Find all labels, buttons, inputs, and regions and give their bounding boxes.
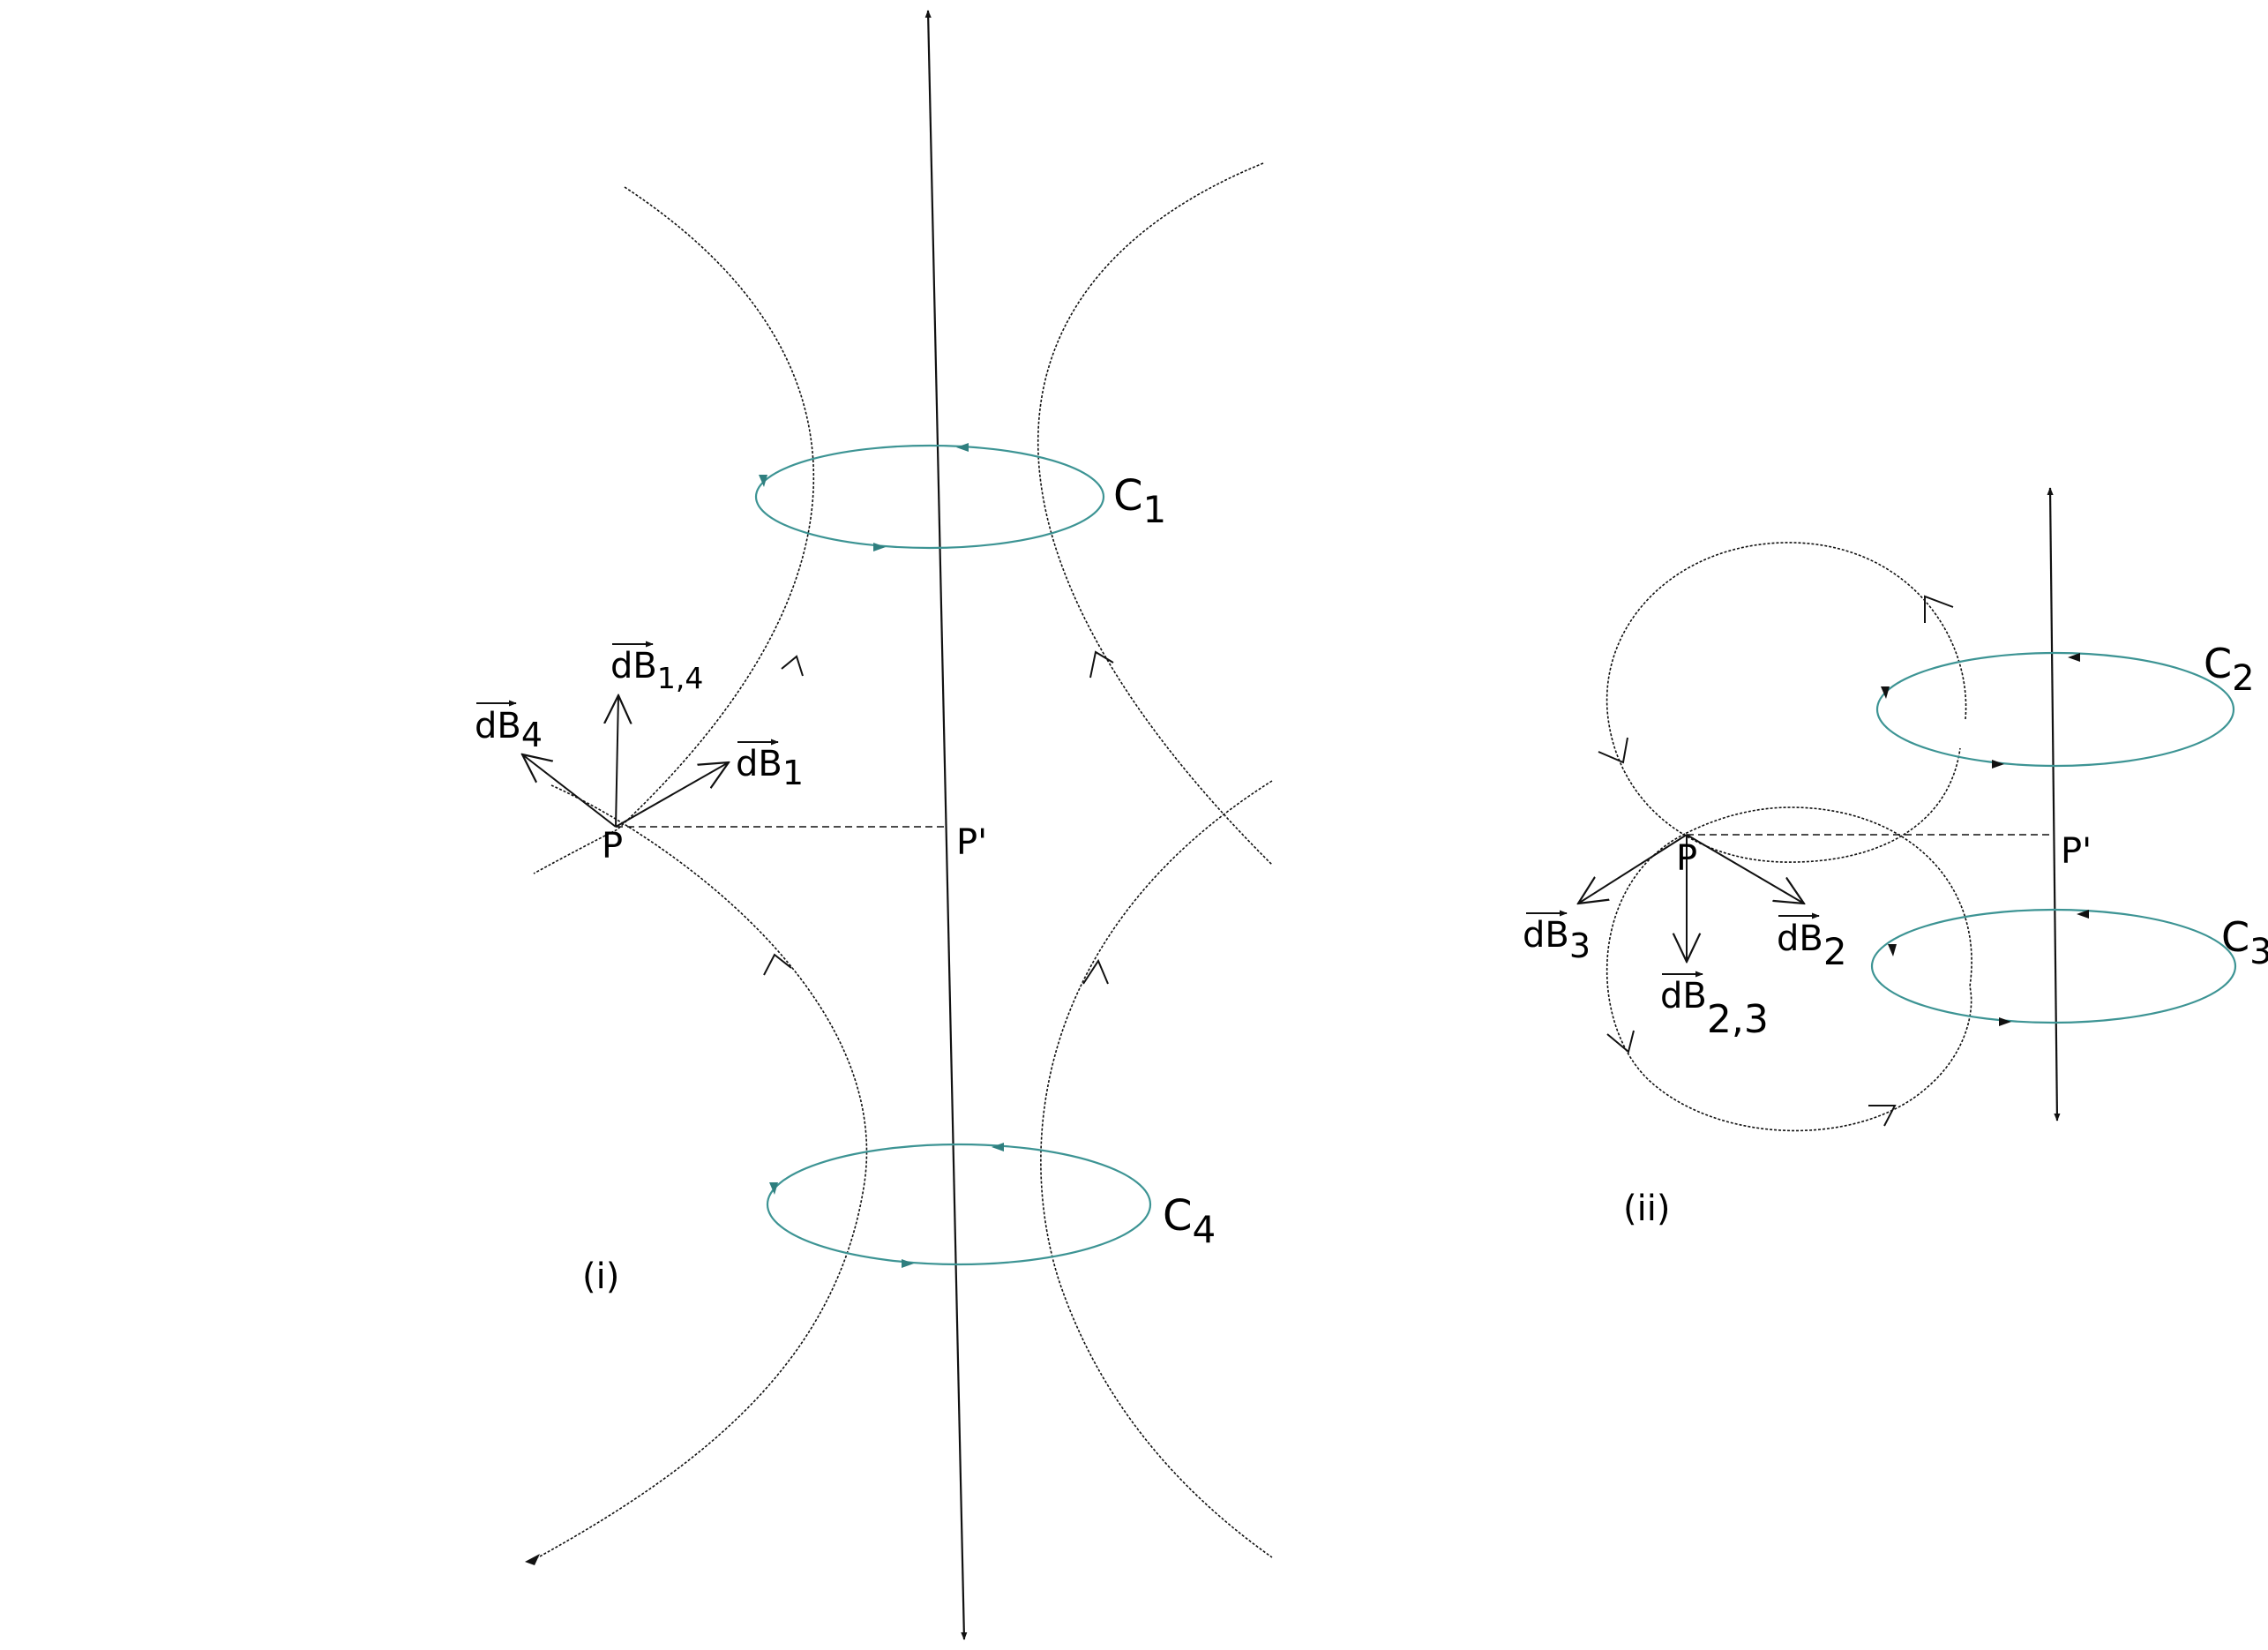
coil-c2 — [1875, 651, 2235, 768]
coil-c4 — [766, 1143, 1152, 1266]
coil-arrowhead — [759, 475, 767, 487]
field-direction-chevron — [1924, 595, 1954, 623]
field-direction-chevron — [1868, 1105, 1897, 1127]
label-db1: dB1 — [736, 744, 804, 792]
figure-i: P P' dB4 dB1,4 dB1 C1 C4 (i) — [475, 10, 1273, 1640]
coil-arrowhead — [873, 543, 886, 551]
axis-arrow — [924, 10, 968, 1640]
coil-arrowhead — [1888, 944, 1897, 956]
label-db4: dB4 — [475, 706, 543, 754]
field-line — [1037, 162, 1273, 866]
coil-arrowhead — [1999, 1017, 2011, 1026]
coil-c3 — [1870, 908, 2237, 1024]
label-c4: C4 — [1163, 1191, 1216, 1251]
vector-db3 — [1578, 834, 1688, 904]
caption-i: (i) — [582, 1256, 619, 1297]
field-direction-chevron — [1598, 737, 1628, 764]
coil-arrowhead — [902, 1259, 914, 1268]
label-c2: C2 — [2204, 640, 2255, 699]
field-line-arrowhead — [525, 1554, 540, 1565]
point-p-prime: P' — [2061, 831, 2092, 872]
label-db23: dB2,3 — [1660, 976, 1769, 1042]
field-line — [1040, 780, 1273, 1558]
point-p: P — [1676, 838, 1697, 879]
label-db14: dB1,4 — [610, 646, 703, 695]
label-db2: dB2 — [1777, 919, 1847, 973]
figure-ii: P P' dB3 dB2,3 dB2 C2 C3 (ii) — [1523, 487, 2268, 1229]
field-direction-chevron — [1089, 650, 1114, 679]
field-direction-chevron — [781, 655, 804, 677]
coil-arrowhead — [1992, 760, 2004, 769]
coil-arrowhead — [956, 443, 969, 452]
vector-db2 — [1686, 834, 1804, 904]
coil-arrowhead — [2077, 910, 2089, 919]
field-direction-chevron — [763, 953, 792, 976]
label-db3: dB3 — [1523, 915, 1591, 965]
caption-ii: (ii) — [1623, 1189, 1670, 1229]
field-line — [533, 186, 815, 874]
coil-arrowhead — [992, 1143, 1004, 1151]
coil-arrowhead — [1881, 686, 1890, 699]
vector-db1 — [615, 762, 729, 828]
field-direction-chevron — [1606, 1030, 1635, 1054]
field-line — [537, 784, 868, 1558]
vector-db14 — [616, 695, 618, 828]
axis-arrow — [2047, 487, 2061, 1121]
coil-arrowhead — [769, 1182, 778, 1195]
vector-db4 — [522, 754, 617, 828]
label-c1: C1 — [1113, 471, 1166, 531]
coil-c1 — [754, 444, 1105, 550]
point-p-prime: P' — [956, 822, 987, 863]
coil-arrowhead — [2068, 653, 2080, 662]
field-direction-chevron — [1082, 958, 1109, 985]
label-c3: C3 — [2221, 913, 2268, 972]
field-loop-lower — [1606, 806, 1972, 1132]
field-loop-upper — [1606, 542, 1967, 863]
point-p: P — [602, 826, 623, 866]
